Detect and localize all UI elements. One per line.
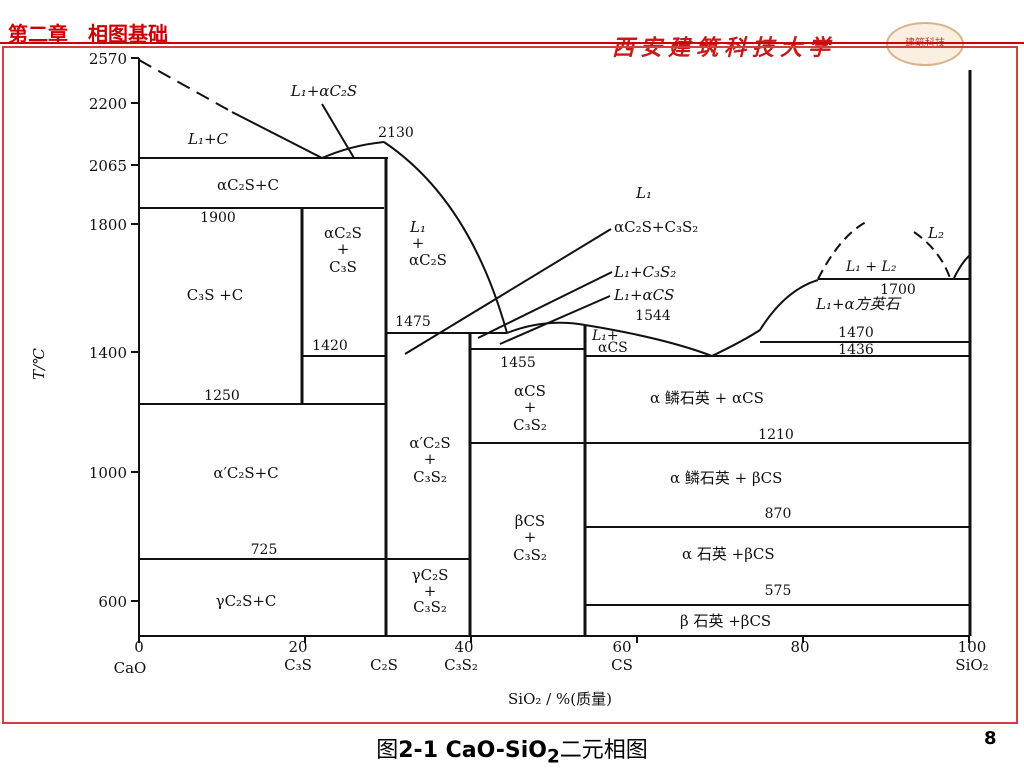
temp-label-1900: 1900 [200,210,236,226]
region-label: α 鳞石英 + αCS [650,389,764,407]
region-label: + [412,234,425,252]
region-label: L₂ [927,224,944,242]
region-label: β 石英 +βCS [680,612,771,630]
region-label: C₃S +C [187,286,244,304]
region-label: α′C₂S [409,434,450,452]
region-label: α 石英 +βCS [682,545,775,563]
x-tick-label: 80 [790,638,809,656]
temp-label-1475: 1475 [395,314,431,330]
region-label: C₃S [329,258,357,276]
caption-suffix: 二元相图 [559,738,648,763]
region-label: L₁+C₃S₂ [613,263,676,281]
x-tick-label: 60 [612,638,631,656]
x-axis-label: SiO₂ / %(质量) [508,690,612,708]
temp-label-1455: 1455 [500,355,536,371]
temp-label-1210: 1210 [758,427,794,443]
l2-curve [953,254,971,279]
leader-l1-acs [499,295,611,345]
x-compound-label: CS [611,656,633,674]
region-label: C₃S₂ [413,598,447,616]
region-label: + [337,240,350,258]
liquidus-sio2 [711,279,819,357]
x-tick-label: 40 [454,638,473,656]
x-tick-label: 0 [134,638,144,656]
temp-label-2130: 2130 [378,125,414,141]
region-label: αC₂S+C [217,176,279,194]
region-label: L₁ [409,218,426,236]
x-compound-label: C₃S₂ [444,656,478,674]
liquidus-dashed [138,59,233,113]
region-label: + [424,582,437,600]
liquidus-c2s-right [383,141,508,334]
region-label: αCS [598,340,628,356]
region-label: αC₂S [409,251,447,269]
temp-label-1250: 1250 [204,388,240,404]
region-label: C₃S₂ [513,416,547,434]
x-compound-label: SiO₂ [955,656,988,674]
region-label: α′C₂S+C [213,464,278,482]
header-divider [0,42,1024,44]
region-label: C₃S₂ [513,546,547,564]
temp-label-1544: 1544 [635,308,671,324]
temp-label-1420: 1420 [312,338,348,354]
liquidus-cao [231,111,323,159]
y-tick-label: 2200 [89,95,127,113]
y-axis-label: T/℃ [30,348,48,380]
region-label: βCS [515,512,545,530]
region-label: αCS [514,382,546,400]
liquidus-cs [584,324,713,357]
y-tick-label: 1400 [89,344,127,362]
temp-label-725: 725 [251,542,278,558]
caption-main: 2-1 CaO-SiO [398,738,547,763]
x-compound-label: CaO [114,659,147,677]
region-label: L₁+αCS [613,286,674,304]
region-label: + [524,528,537,546]
region-label: γC₂S+C [216,592,277,610]
leader-l1 [404,228,612,355]
temp-label-870: 870 [765,506,792,522]
temp-label-1700: 1700 [880,282,916,298]
y-tick-label: 2065 [89,157,127,175]
region-label: L₁+ [591,328,619,344]
region-label: γC₂S [412,566,449,584]
caption-subscript: 2 [546,746,560,768]
region-label: + [524,398,537,416]
leader-l1-c3s2 [477,271,613,339]
caption-prefix: 图 [376,738,399,763]
region-label: L₁+α方英石 [815,295,902,313]
y-tick-label: 1800 [89,216,127,234]
temp-label-575: 575 [765,583,792,599]
region-label: L₁+C [187,130,229,148]
y-tick-label: 2570 [89,50,127,68]
region-label: αC₂S+C₃S₂ [614,218,698,236]
region-label: α 鳞石英 + βCS [670,469,782,487]
region-label: C₃S₂ [413,468,447,486]
content-frame [2,46,1018,724]
y-tick-label: 600 [98,593,127,611]
university-logo: 西安建筑科技大学 [612,35,837,61]
x-tick-label: 100 [958,638,987,656]
leader-l1-ac2s [321,103,355,159]
region-label: αC₂S [324,224,362,242]
region-label: L₁ + L₂ [845,259,897,275]
temp-label-1470: 1470 [838,325,874,341]
miscibility-dashed [817,221,951,280]
x-compound-label: C₃S [284,656,312,674]
region-label: L₁+αC₂S [290,82,357,100]
x-compound-label: C₂S [370,656,398,674]
page-number: 8 [984,728,997,749]
x-tick-label: 20 [288,638,307,656]
temp-label-1436: 1436 [838,342,874,358]
y-tick-label: 1000 [89,464,127,482]
region-label: L₁ [635,184,652,202]
liquidus-c2s-left [321,141,385,159]
region-label: + [424,450,437,468]
figure-caption: 图2-1 CaO-SiO2二元相图 [0,732,1024,767]
